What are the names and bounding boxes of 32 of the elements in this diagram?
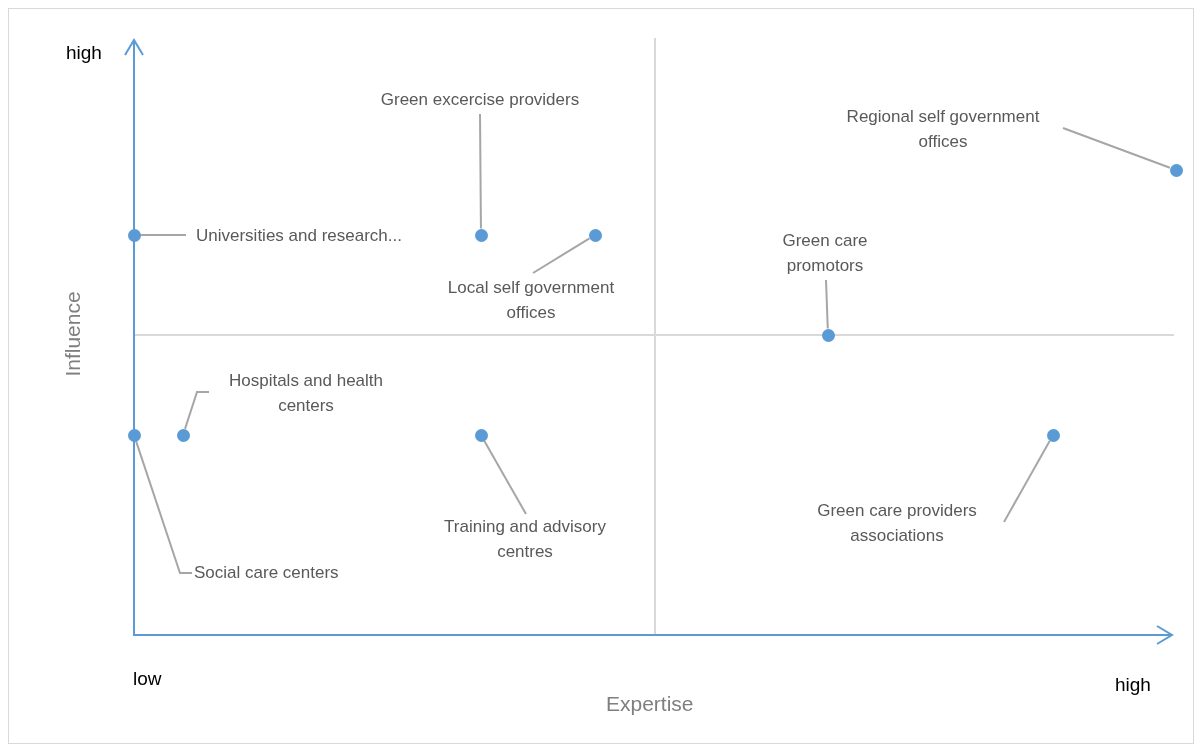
leader-line	[483, 439, 527, 515]
leader-line	[1003, 439, 1051, 523]
point-label: Green care providers associations	[792, 498, 1002, 548]
axis-title: Influence	[60, 291, 85, 377]
data-point	[176, 428, 190, 442]
axis-end-label: low	[133, 668, 162, 690]
data-point	[821, 328, 835, 342]
data-point	[127, 428, 141, 442]
leader-line	[1062, 127, 1171, 169]
data-point	[474, 428, 488, 442]
axis-end-label: high	[1115, 674, 1151, 696]
point-label: Hospitals and health centers	[211, 368, 401, 418]
leader-line	[532, 237, 591, 274]
data-point	[127, 228, 141, 242]
data-point	[588, 228, 602, 242]
leader-line	[825, 279, 829, 330]
point-label: Social care centers	[194, 560, 369, 585]
point-label: Training and advisory centres	[425, 514, 625, 564]
data-point	[1046, 428, 1060, 442]
leader-line	[479, 113, 482, 230]
point-label: Regional self government offices	[823, 104, 1063, 154]
axis-end-label: high	[66, 42, 102, 64]
axis-title: Expertise	[606, 692, 694, 716]
leader-line	[184, 391, 210, 430]
leader-line	[135, 440, 193, 574]
data-point	[1169, 163, 1183, 177]
point-label: Green excercise providers	[360, 87, 600, 112]
point-label: Universities and research...	[196, 223, 446, 248]
point-label: Green care promotors	[765, 228, 885, 278]
data-point	[474, 228, 488, 242]
point-label: Local self government offices	[426, 275, 636, 325]
leader-line	[139, 234, 187, 236]
